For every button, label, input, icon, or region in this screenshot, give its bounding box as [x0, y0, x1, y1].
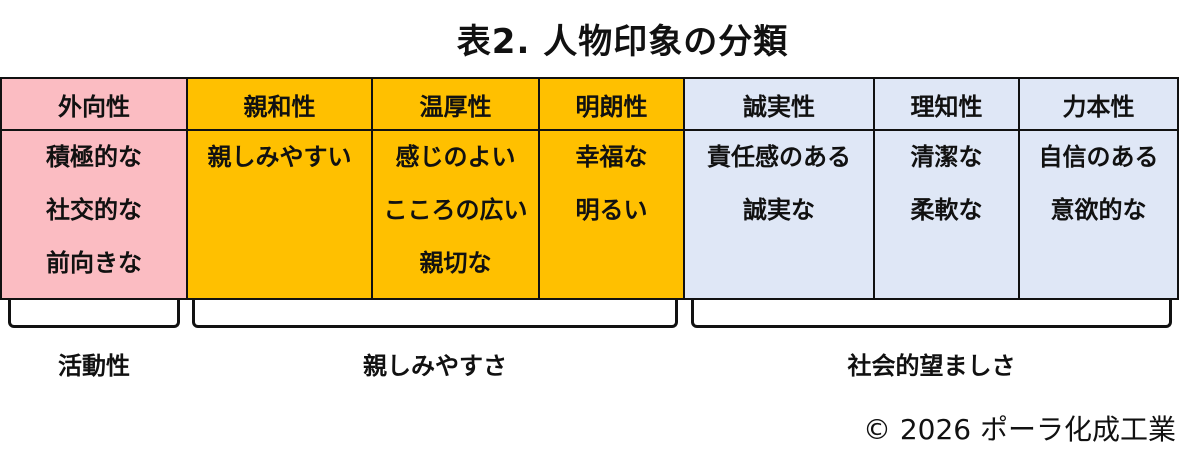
bracket-friendliness [192, 298, 678, 328]
group-label-friendliness: 親しみやすさ [363, 352, 507, 380]
list-item: 社交的な [46, 196, 142, 224]
cell-affinity: 親しみやすい [186, 129, 373, 300]
list-item: 柔軟な [910, 196, 983, 224]
header-sincerity: 誠実性 [683, 77, 875, 131]
list-item: こころの広い [383, 196, 528, 224]
copyright-notice: © 2026 ポーラ化成工業 [862, 413, 1176, 446]
header-extraversion: 外向性 [0, 77, 188, 131]
list-item: 前向きな [46, 249, 142, 277]
list-item: 感じのよい [395, 143, 516, 171]
bracket-activity [8, 298, 180, 328]
impression-classification-table: 外向性 親和性 温厚性 明朗性 誠実性 理知性 力本性 積極的な 社交的な 前向… [0, 77, 1179, 300]
header-gentleness: 温厚性 [371, 77, 540, 131]
list-item: 清潔な [910, 143, 983, 171]
table-title: 表2. 人物印象の分類 [456, 22, 789, 62]
list-item: 親切な [419, 249, 492, 277]
list-item: 親しみやすい [207, 143, 352, 171]
cell-gentleness: 感じのよい こころの広い 親切な [371, 129, 540, 300]
cell-intellect: 清潔な 柔軟な [873, 129, 1020, 300]
list-item: 自信のある [1038, 143, 1159, 171]
cell-extraversion: 積極的な 社交的な 前向きな [0, 129, 188, 300]
header-row: 外向性 親和性 温厚性 明朗性 誠実性 理知性 力本性 [0, 77, 1179, 131]
list-item: 意欲的な [1050, 196, 1147, 224]
items-row: 積極的な 社交的な 前向きな 親しみやすい 感じのよい こころの広い 親切な 幸… [0, 129, 1179, 300]
list-item: 明るい [575, 196, 648, 224]
cell-cheerfulness: 幸福な 明るい [538, 129, 685, 300]
cell-vigor: 自信のある 意欲的な [1018, 129, 1179, 300]
header-cheerfulness: 明朗性 [538, 77, 685, 131]
list-item: 積極的な [46, 143, 142, 171]
list-item: 幸福な [575, 143, 648, 171]
group-label-activity: 活動性 [58, 352, 130, 380]
list-item: 責任感のある [707, 143, 851, 171]
header-intellect: 理知性 [873, 77, 1020, 131]
group-label-social-desirability: 社会的望ましさ [847, 352, 1016, 380]
header-affinity: 親和性 [186, 77, 373, 131]
bracket-social-desirability [691, 298, 1172, 328]
cell-sincerity: 責任感のある 誠実な [683, 129, 875, 300]
header-vigor: 力本性 [1018, 77, 1179, 131]
list-item: 誠実な [743, 196, 815, 224]
